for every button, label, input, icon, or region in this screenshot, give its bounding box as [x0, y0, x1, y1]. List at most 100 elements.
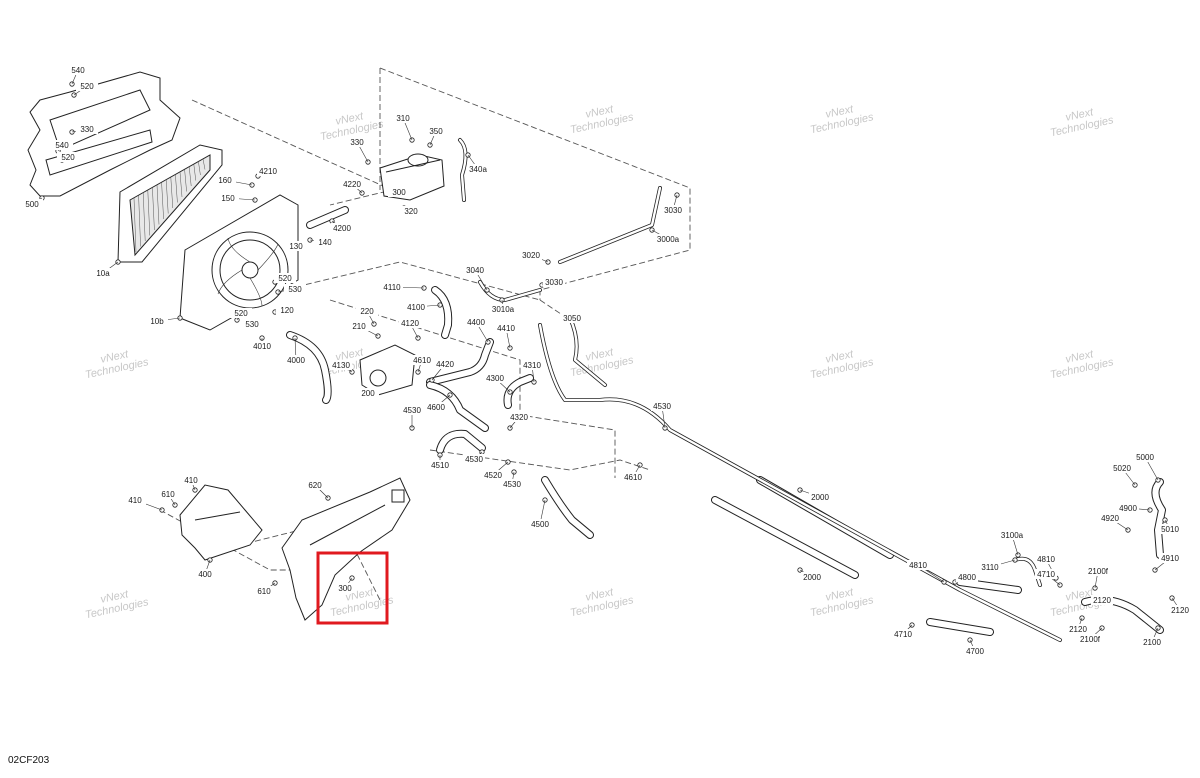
part-label-4210: 4210: [259, 167, 277, 176]
label-background: [357, 388, 379, 398]
label-background: [1079, 634, 1101, 644]
label-background: [76, 81, 98, 91]
label-background: [257, 166, 279, 176]
watermark-text: vNext: [334, 346, 365, 364]
part-label-520: 520: [278, 274, 292, 283]
label-background: [124, 495, 146, 505]
part-label-4530: 4530: [653, 402, 671, 411]
part-label-4530: 4530: [503, 480, 521, 489]
part-label-320: 320: [404, 207, 418, 216]
part-label-2120: 2120: [1069, 625, 1087, 634]
watermark-text: vNext: [1064, 106, 1095, 124]
label-background: [241, 319, 263, 329]
fin-line: [170, 177, 174, 209]
part-label-4420: 4420: [436, 360, 454, 369]
label-background: [425, 402, 447, 412]
part-label-4900: 4900: [1119, 504, 1137, 513]
label-background: [809, 492, 831, 502]
fan-assembly-10b: [179, 194, 299, 331]
coolant-lines: [458, 138, 1062, 642]
label-background: [1087, 566, 1109, 576]
part-label-530: 530: [245, 320, 259, 329]
part-label-300: 300: [338, 584, 352, 593]
label-background: [146, 316, 168, 326]
part-label-140: 140: [318, 238, 332, 247]
part-label-3110: 3110: [981, 563, 999, 572]
label-background: [381, 282, 403, 292]
label-background: [57, 152, 79, 162]
part-label-220: 220: [360, 307, 374, 316]
part-label-4410: 4410: [497, 324, 515, 333]
watermark-text: vNext: [824, 586, 855, 604]
part-label-3030: 3030: [545, 278, 563, 287]
label-background: [400, 206, 422, 216]
part-label-10b: 10b: [150, 317, 164, 326]
watermark-text: vNext: [99, 348, 130, 366]
part-label-340a: 340a: [469, 165, 487, 174]
part-label-530: 530: [288, 285, 302, 294]
coolant-pipe-2000: [711, 476, 894, 579]
part-label-4610: 4610: [624, 473, 642, 482]
label-background: [521, 360, 543, 370]
label-background: [1117, 503, 1139, 513]
part-label-210: 210: [352, 322, 366, 331]
part-label-3030: 3030: [664, 206, 682, 215]
label-background: [463, 454, 485, 464]
label-background: [657, 234, 679, 244]
fin-line: [133, 197, 137, 253]
label-background: [892, 629, 914, 639]
part-label-4530: 4530: [465, 455, 483, 464]
part-label-4510: 4510: [431, 461, 449, 470]
part-label-4530: 4530: [403, 406, 421, 415]
part-label-130: 130: [289, 242, 303, 251]
part-label-350: 350: [429, 127, 443, 136]
part-label-4320: 4320: [510, 413, 528, 422]
part-label-540: 540: [55, 141, 69, 150]
part-label-4000: 4000: [287, 356, 305, 365]
label-background: [1159, 524, 1181, 534]
label-background: [348, 321, 370, 331]
label-background: [285, 355, 307, 365]
label-background: [401, 405, 423, 415]
part-label-2100: 2100: [1143, 638, 1161, 647]
fin-line: [138, 195, 141, 247]
label-background: [304, 480, 326, 490]
label-background: [314, 237, 336, 247]
part-label-3040: 3040: [466, 266, 484, 275]
label-background: [622, 472, 644, 482]
part-label-4920: 4920: [1101, 514, 1119, 523]
watermark-text: vNext: [584, 103, 615, 121]
part-label-4010: 4010: [253, 342, 271, 351]
watermark-text: vNext: [334, 110, 365, 128]
label-background: [411, 355, 433, 365]
label-background: [492, 304, 514, 314]
part-label-2000: 2000: [803, 573, 821, 582]
label-background: [543, 277, 565, 287]
label-background: [495, 323, 517, 333]
side-panel-620: [281, 477, 411, 621]
fin-line: [142, 192, 146, 242]
label-background: [1134, 452, 1156, 462]
part-label-4100: 4100: [407, 303, 425, 312]
watermark-text: vNext: [824, 103, 855, 121]
label-background: [1099, 513, 1121, 523]
label-background: [529, 519, 551, 529]
part-label-300: 300: [392, 188, 406, 197]
part-label-4500: 4500: [531, 520, 549, 529]
label-background: [1035, 569, 1057, 579]
part-label-4700: 4700: [966, 647, 984, 656]
label-background: [399, 318, 421, 328]
fin-line: [175, 174, 178, 203]
part-label-610: 610: [161, 490, 175, 499]
label-background: [331, 223, 353, 233]
part-label-610: 610: [257, 587, 271, 596]
part-label-3000a: 3000a: [657, 235, 680, 244]
fin-line: [152, 187, 155, 231]
label-background: [253, 586, 275, 596]
watermark-text: vNext: [1064, 348, 1095, 366]
watermark-text: vNext: [584, 586, 615, 604]
part-label-3050: 3050: [563, 314, 581, 323]
part-label-2120: 2120: [1171, 606, 1189, 615]
part-label-4130: 4130: [332, 361, 350, 370]
